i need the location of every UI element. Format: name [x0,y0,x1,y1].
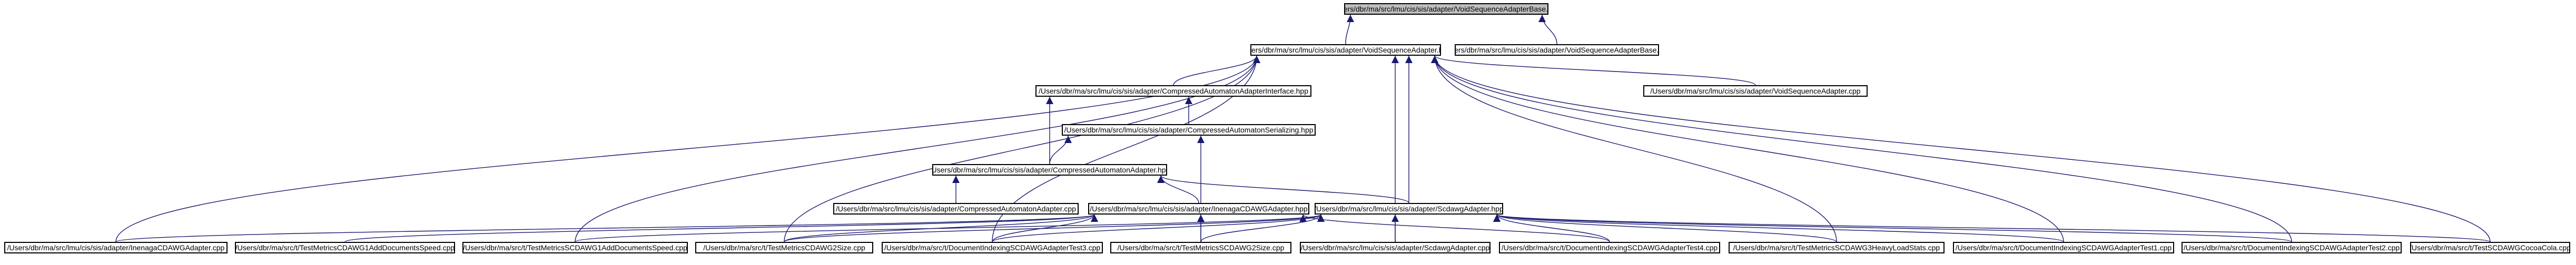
edge-test_scdawg_cocoa-to-void_seq_hpp [1431,55,2491,242]
edge-test_indexing_scdawg4-to-scdawg_hpp [1493,214,1610,242]
graph-node-test-metrics-scdawg3-heavy-load-stats[interactable]: /Users/dbr/ma/src/t/TestMetricsSCDAWG3He… [1729,242,1945,253]
graph-node-root[interactable]: /Users/dbr/ma/src/lmu/cis/sis/adapter/Vo… [1344,3,1548,15]
graph-node-test-metrics-scdawg1-add-documents-speed[interactable]: /Users/dbr/ma/src/t/TestMetricsSCDAWG1Ad… [462,242,688,253]
edge-test_metrics_scdawg_add-to-scdawg_hpp [575,214,1325,242]
graph-node-inenaga-cdawg-adapter-hpp[interactable]: /Users/dbr/ma/src/lmu/cis/sis/adapter/In… [1088,203,1309,215]
graph-node-scdawg-adapter-cpp[interactable]: /Users/dbr/ma/src/lmu/cis/sis/adapter/Sc… [1300,242,1491,253]
edge-test_indexing_scdawg2-to-void_seq_hpp [1431,55,2292,242]
graph-node-document-indexing-scdawg-adapter-test1[interactable]: /Users/dbr/ma/src/t/DocumentIndexingSCDA… [1953,242,2174,253]
edge-test_metrics_scdawg_heavy-to-void_seq_hpp [1431,55,1837,242]
edge-void_seq_hpp-to-root [1345,14,1354,45]
edge-compressed_adapter_hpp-to-compressed_serial_hpp [1049,135,1072,165]
graph-node-void-sequence-adapter-hpp[interactable]: /Users/dbr/ma/src/lmu/cis/sis/adapter/Vo… [1250,44,1441,56]
graph-node-void-sequence-adapter-base-cpp[interactable]: /Users/dbr/ma/src/lmu/cis/sis/adapter/Vo… [1455,44,1659,56]
graph-node-test-scdawg-cocoa-cola[interactable]: /Users/dbr/ma/src/t/TestSCDAWGCocoaCola.… [2410,242,2570,253]
edge-void_seq_cpp-to-void_seq_hpp [1431,55,1756,86]
graph-node-compressed-automaton-adapter-hpp[interactable]: /Users/dbr/ma/src/lmu/cis/sis/adapter/Co… [932,164,1167,176]
edge-test_scdawg_cocoa-to-scdawg_hpp [1494,214,2491,242]
edge-inenaga_hpp-to-compressed_adapter_hpp [1157,175,1199,203]
graph-node-document-indexing-scdawg-adapter-test2[interactable]: /Users/dbr/ma/src/t/DocumentIndexingSCDA… [2182,242,2402,253]
graph-node-document-indexing-scdawg-adapter-test4[interactable]: /Users/dbr/ma/src/t/DocumentIndexingSCDA… [1499,242,1720,253]
edge-test_indexing_scdawg1-to-void_seq_hpp [1431,55,2064,242]
edge-inenaga_cpp-to-inenaga_hpp [115,214,1098,242]
edge-inenaga_cpp-to-void_seq_hpp [115,55,1260,242]
edge-test_metrics_scdawg_heavy-to-scdawg_hpp [1493,214,1837,242]
graph-node-inenaga-cdawg-adapter-cpp[interactable]: /Users/dbr/ma/src/lmu/cis/sis/adapter/In… [4,242,228,253]
edge-test_metrics_scdawg_size-to-scdawg_hpp [1200,214,1325,242]
graph-node-compressed-automaton-adapter-interface-hpp[interactable]: /Users/dbr/ma/src/lmu/cis/sis/adapter/Co… [1035,85,1311,97]
edge-test_indexing_scdawg1-to-scdawg_hpp [1493,214,2064,242]
graph-node-test-metrics-cdawg2-size[interactable]: /Users/dbr/ma/src/t/TestMetricsCDAWG2Siz… [695,242,873,253]
graph-node-compressed-automaton-adapter-cpp[interactable]: /Users/dbr/ma/src/lmu/cis/sis/adapter/Co… [833,203,1079,215]
edge-base_cpp-to-root [1538,14,1557,45]
edge-test_indexing_scdawg2-to-scdawg_hpp [1493,214,2292,242]
graph-node-test-metrics-scdawg2-size[interactable]: /Users/dbr/ma/src/t/TestMetricsSCDAWG2Si… [1110,242,1291,253]
edge-test_indexing_scdawg3-to-scdawg_hpp [992,214,1325,242]
edge-test_metrics_cdawg_size-to-scdawg_hpp [784,214,1325,242]
edge-scdawg_hpp-to-compressed_adapter_hpp [1157,175,1409,203]
graph-node-void-sequence-adapter-cpp[interactable]: /Users/dbr/ma/src/lmu/cis/sis/adapter/Vo… [1643,85,1868,97]
edge-test_metrics_cdawg_add-to-inenaga_hpp [344,214,1098,242]
edge-test_indexing_scdawg4-to-inenaga_hpp [1299,214,1610,242]
graph-node-compressed-automaton-serializing-hpp[interactable]: /Users/dbr/ma/src/lmu/cis/sis/adapter/Co… [1062,124,1316,136]
graph-node-scdawg-adapter-hpp[interactable]: /Users/dbr/ma/src/lmu/cis/sis/adapter/Sc… [1315,203,1503,215]
graph-node-document-indexing-scdawg-adapter-test3[interactable]: /Users/dbr/ma/src/t/DocumentIndexingSCDA… [882,242,1103,253]
graph-node-test-metrics-cdawg1-add-documents-speed[interactable]: /Users/dbr/ma/src/t/TestMetricsCDAWG1Add… [235,242,455,253]
